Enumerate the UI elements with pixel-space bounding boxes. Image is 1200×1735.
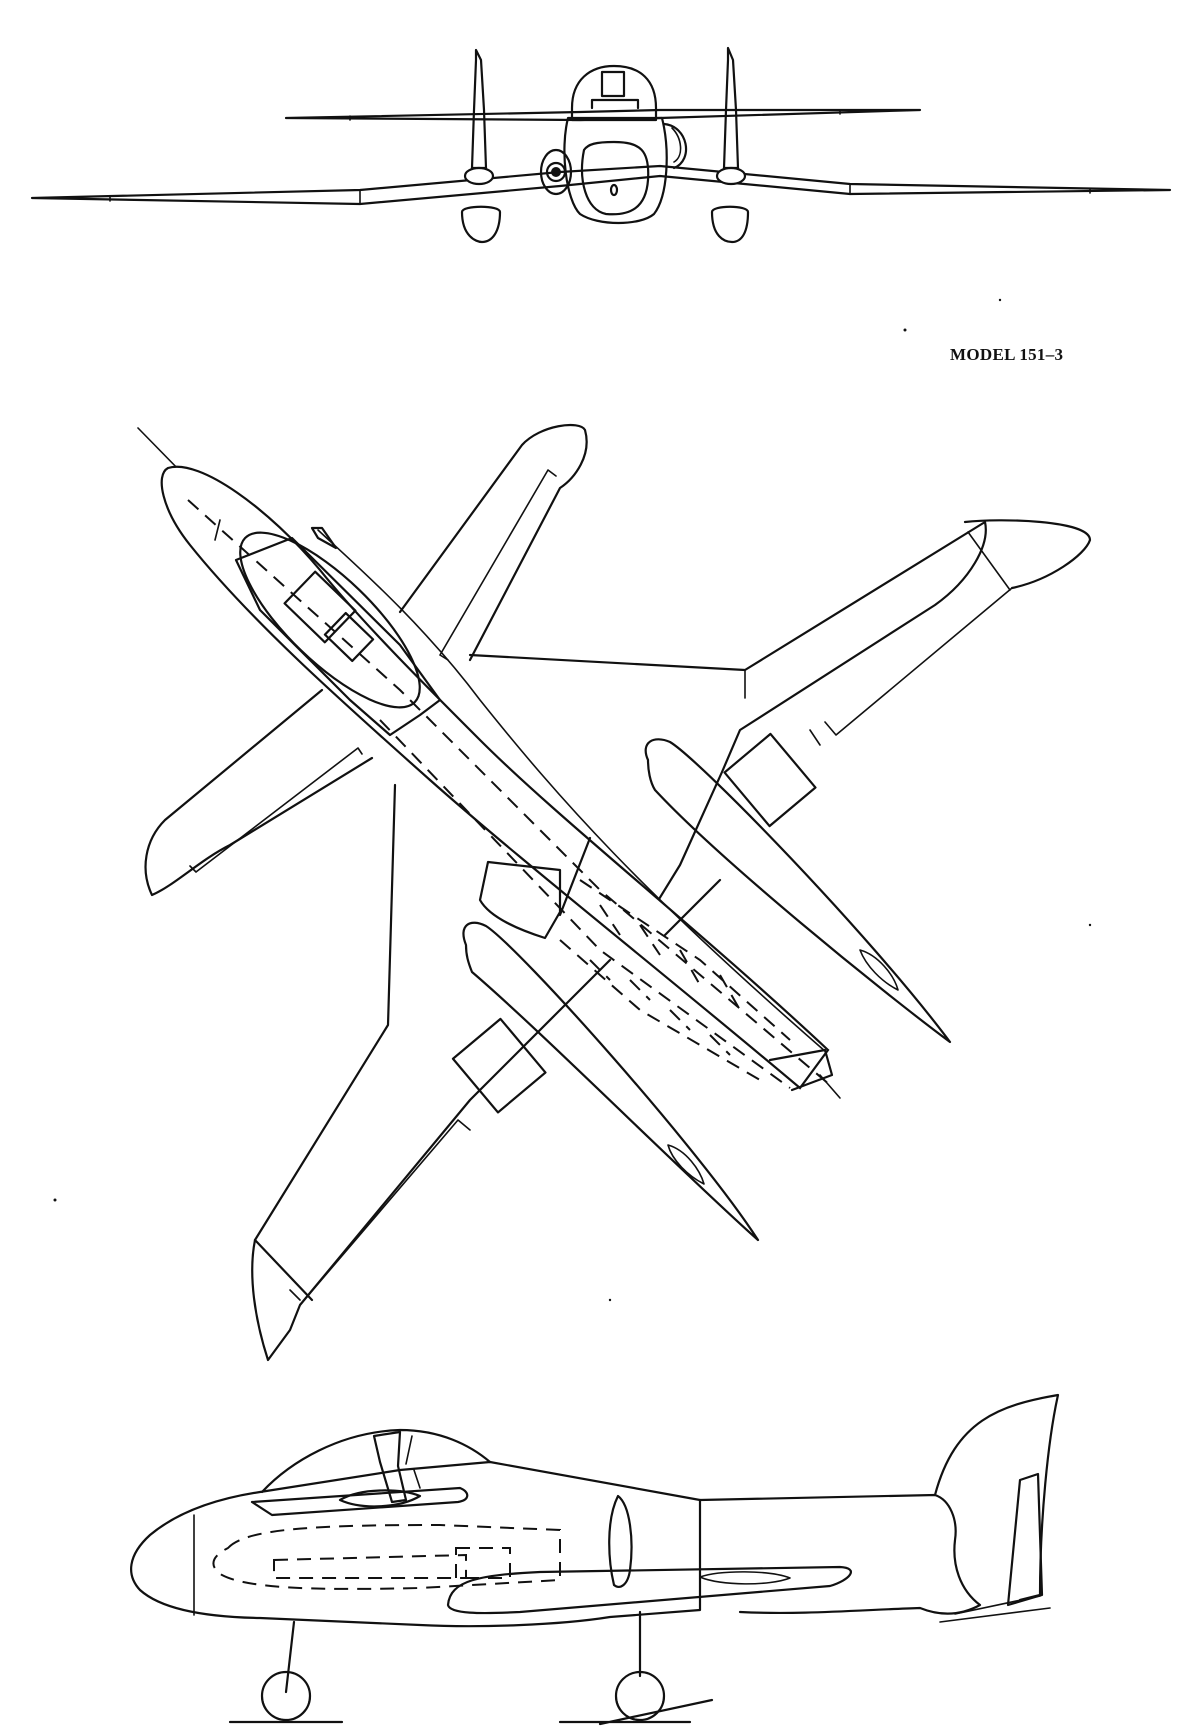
side-intake xyxy=(608,1494,633,1588)
front-lower-wing xyxy=(30,164,1172,206)
plan-fuel-dash-2 xyxy=(579,879,791,1041)
plan-canopy xyxy=(239,531,421,709)
front-upper-wing-lines xyxy=(349,110,841,121)
front-left-nacelle-ring xyxy=(545,161,567,183)
plan-center-dash xyxy=(187,499,831,1086)
plan-left-wing-panel xyxy=(451,1017,547,1114)
front-canopy xyxy=(570,64,658,122)
plan-right-wing-tip xyxy=(963,519,1092,590)
front-left-nacelle-hub xyxy=(551,167,561,177)
plan-left-wing-tip xyxy=(253,1238,314,1302)
plan-tailpipe xyxy=(768,1048,834,1092)
side-canopy-rear xyxy=(405,1435,421,1489)
front-right-bump xyxy=(662,122,688,170)
scan-specks xyxy=(53,298,1092,1302)
side-vertical-tail xyxy=(933,1393,1060,1602)
side-aft-fuselage xyxy=(698,1493,982,1615)
plan-right-pod xyxy=(644,738,952,1044)
plan-seat-inner xyxy=(323,611,375,663)
front-intake xyxy=(580,140,650,216)
plan-wing-root-box xyxy=(478,860,562,940)
side-canard xyxy=(338,1489,422,1508)
side-fuel-tank-box xyxy=(455,1547,511,1579)
front-left-strut xyxy=(470,48,488,170)
side-rudder xyxy=(1006,1472,1044,1607)
plan-left-canard xyxy=(144,688,374,897)
model-label: MODEL 151–3 xyxy=(950,345,1064,364)
side-main-wheel-dash xyxy=(615,1695,665,1721)
side-pod-detail xyxy=(699,1571,791,1585)
plan-fuselage-side-line xyxy=(214,519,827,1053)
plan-fuel-dash-3 xyxy=(559,939,761,1081)
plan-right-main-wing-tip xyxy=(967,531,1011,591)
plan-windscreen xyxy=(310,526,338,550)
front-wing-panel-lines xyxy=(109,183,1091,205)
plan-left-main-wing xyxy=(251,783,612,1362)
plan-right-wing-flap xyxy=(744,587,1013,746)
front-right-strut xyxy=(722,46,740,170)
plan-left-canard-flap xyxy=(189,747,363,873)
plan-right-canard xyxy=(398,423,588,662)
side-canopy-frame xyxy=(372,1430,408,1504)
side-fuel-tank-outline xyxy=(212,1523,561,1590)
plan-right-main-wing xyxy=(468,520,987,932)
front-canopy-seat xyxy=(590,98,640,110)
front-right-strut-cap xyxy=(715,166,747,186)
side-canopy xyxy=(260,1428,492,1494)
front-left-strut-cap xyxy=(463,166,495,186)
plan-right-wing-panel xyxy=(723,732,817,828)
side-fuel-tank-inner xyxy=(273,1553,467,1579)
front-right-bump-inner xyxy=(671,127,682,163)
front-view xyxy=(30,46,1172,244)
front-left-nacelle xyxy=(539,148,573,196)
plan-wing-root-cross xyxy=(558,836,722,937)
plan-left-pod-tip xyxy=(667,1144,705,1185)
front-left-pod xyxy=(460,205,502,244)
plan-left-pod xyxy=(462,921,760,1242)
side-canard-fairing xyxy=(250,1486,469,1517)
plan-right-canard-flap xyxy=(439,469,557,661)
side-frame-lines xyxy=(193,1499,701,1616)
side-view xyxy=(130,1393,1060,1726)
plan-right-pod-tip xyxy=(859,949,899,991)
plan-fuselage xyxy=(160,465,830,1090)
plan-seat-outer xyxy=(283,570,357,644)
side-nose-gear-strut xyxy=(284,1620,296,1694)
front-right-pod xyxy=(710,205,750,244)
plan-left-wing-flap xyxy=(289,1119,471,1306)
front-canopy-frame xyxy=(600,70,626,98)
plan-tail-centerline xyxy=(819,1074,841,1099)
front-intake-center xyxy=(609,183,619,197)
side-tail-bottom xyxy=(939,1595,1051,1623)
side-pod xyxy=(446,1565,852,1615)
side-main-ground xyxy=(558,1698,714,1726)
plan-view xyxy=(137,423,1092,1362)
side-fuselage xyxy=(130,1460,702,1628)
side-nose-wheel-dash xyxy=(261,1695,311,1721)
